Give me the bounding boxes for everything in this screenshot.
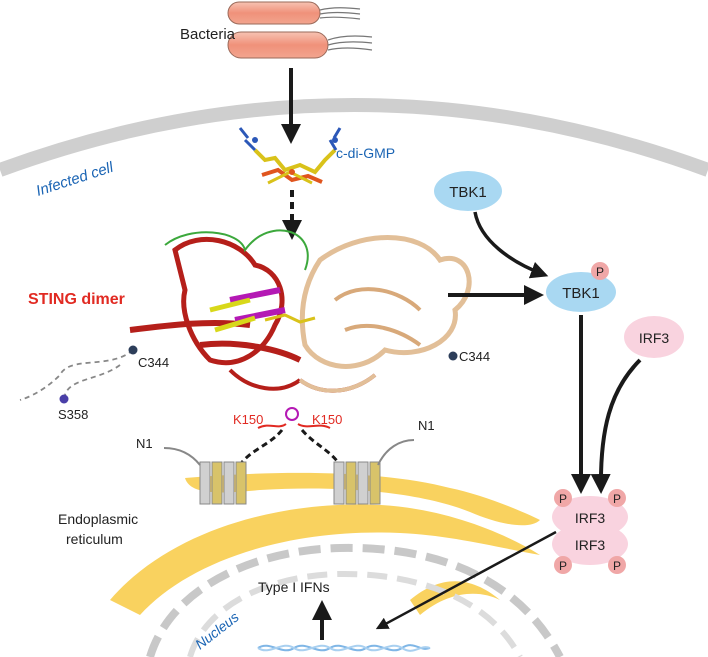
er-membrane-upper (185, 472, 540, 526)
bacterium-top (227, 1, 361, 25)
irf3-phospho-tr: P (613, 492, 621, 506)
irf3-label: IRF3 (639, 330, 670, 346)
nucleus-label: Nucleus (192, 609, 242, 653)
er-label-line1: Endoplasmic (58, 511, 138, 527)
bacterium-bottom (227, 31, 373, 59)
n1-left-label: N1 (136, 436, 153, 451)
cell-membrane (0, 98, 708, 177)
nucleus-envelope-inner (187, 570, 523, 657)
n1-left-tail (163, 447, 201, 466)
er-membrane-lower (110, 504, 540, 615)
n1-right-tail (377, 439, 415, 466)
irf3-phospho-tl: P (559, 492, 567, 506)
k150-left-label: K150 (233, 412, 263, 427)
irf3-phospho-badges (554, 489, 626, 574)
tbk1-label: TBK1 (449, 184, 487, 201)
irf3-node (624, 316, 684, 358)
tm-connector-left (238, 429, 284, 466)
arrow-irf3-to-dimer (590, 358, 642, 494)
tbk1-phos-node (546, 272, 616, 312)
infected-cell-label: Infected cell (34, 159, 116, 200)
tbk1-phospho-badge (591, 262, 609, 280)
bacteria-label: Bacteria (180, 26, 236, 43)
c344-left-label: C344 (138, 355, 169, 370)
tbk1-phospho-label: P (596, 265, 604, 279)
linker-loop (285, 407, 299, 421)
irf3-top-label: IRF3 (575, 510, 606, 526)
c344-right-label: C344 (459, 349, 490, 364)
dna-helix (257, 644, 431, 652)
irf3-phospho-br: P (613, 559, 621, 573)
irf3-bottom-label: IRF3 (575, 537, 606, 553)
tm-bundle-left (199, 461, 247, 505)
er-label-line2: reticulum (66, 531, 123, 547)
cdigmp-label: c-di-GMP (336, 145, 395, 161)
k150-right-label: K150 (312, 412, 342, 427)
sting-dimer-label: STING dimer (28, 291, 125, 308)
type-i-ifns-label: Type I IFNs (258, 579, 330, 595)
s358-label: S358 (58, 407, 88, 422)
c344-left-marker (128, 345, 138, 355)
sting-tail-dashed (19, 349, 134, 401)
tm-bundle-right (333, 461, 381, 505)
tbk1-node (434, 171, 502, 211)
s358-marker (59, 394, 69, 404)
cdigmp-molecule (238, 127, 342, 185)
sting-dimer-protein (129, 229, 472, 393)
arrow-irf3-to-nucleus (375, 530, 557, 630)
c344-right-marker (448, 351, 458, 361)
irf3-dimer-bottom (552, 523, 628, 565)
n1-right-label: N1 (418, 418, 435, 433)
tbk1-phos-label: TBK1 (562, 285, 600, 302)
irf3-phospho-bl: P (559, 559, 567, 573)
tm-connector-right (300, 429, 342, 466)
nucleus-envelope-outer (146, 543, 564, 657)
arrow-tbk1-to-ptbk1 (473, 211, 549, 279)
k150-linker (257, 423, 331, 429)
